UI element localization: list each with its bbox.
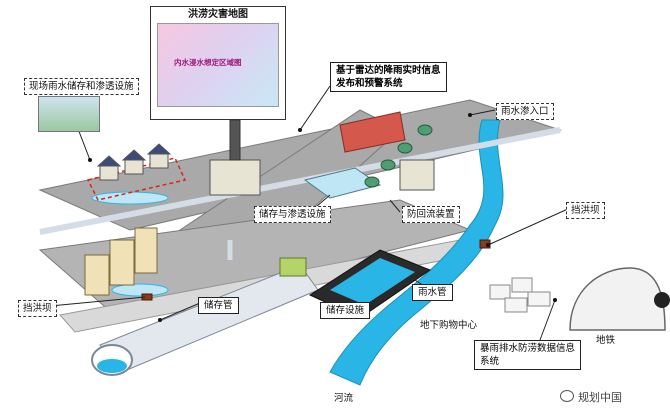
radar-building (209, 159, 261, 196)
houses-zone (86, 157, 187, 201)
subway-tunnel (569, 267, 666, 331)
rain-pipe-label: 雨水管 (412, 284, 453, 301)
radar-tower (229, 119, 241, 161)
river-label: 河流 (334, 393, 354, 404)
wechat-icon (560, 390, 574, 402)
info-system-line2: 系统 (480, 356, 500, 367)
storage-facility-label: 储存设施 (320, 302, 371, 319)
radar-system-line1: 基于雷达的降雨实时信息 (336, 65, 441, 76)
apartment-blocks (84, 227, 158, 296)
subway-end (654, 292, 670, 308)
onsite-facility-label: 现场雨水储存和渗透设施 (24, 78, 139, 95)
flood-map-inner-title: 内水浸水想定区域图 (174, 58, 242, 67)
storage-pipe-water (97, 359, 127, 373)
watermark: 规划中国 (560, 389, 622, 405)
storage-pipe-label: 储存管 (198, 297, 239, 314)
backflow-device-label: 防回流装置 (402, 206, 460, 223)
floodgate-right-label: 挡洪坝 (566, 202, 605, 219)
flood-map-image: 内水浸水想定区域图 (157, 23, 279, 107)
radar-system-line2: 发布和预警系统 (336, 78, 403, 89)
info-system-line1: 暴雨排水防涝数据信息 (480, 343, 576, 354)
rain-inlet-label: 雨水渗入口 (496, 103, 554, 120)
flood-map-title: 洪涝灾害地图 (188, 9, 248, 20)
flood-puddle-city (111, 283, 169, 297)
bus (279, 257, 307, 277)
underground-mall (489, 277, 551, 313)
watermark-text: 规划中国 (578, 391, 622, 404)
storage-tank-water (330, 258, 415, 305)
info-system-label: 暴雨排水防涝数据信息 系统 (474, 340, 582, 370)
mall-annex (399, 159, 435, 191)
infiltration-facility (303, 167, 382, 199)
leader-dots (88, 113, 557, 322)
onsite-facility-photo (38, 96, 100, 132)
floodgate-left-label: 挡洪坝 (18, 300, 57, 317)
underground-pipe (39, 127, 561, 235)
houses (96, 143, 172, 181)
subway-label: 地铁 (596, 335, 616, 346)
flood-map-panel: 洪涝灾害地图 内水浸水想定区域图 (150, 6, 286, 120)
underground-mall-label: 地下购物中心 (420, 320, 478, 331)
mall-building (339, 111, 406, 153)
radar-system-label: 基于雷达的降雨实时信息 发布和预警系统 (330, 62, 447, 92)
storage-tanks (364, 124, 433, 188)
storage-infiltration-label: 储存与渗透设施 (254, 206, 331, 223)
